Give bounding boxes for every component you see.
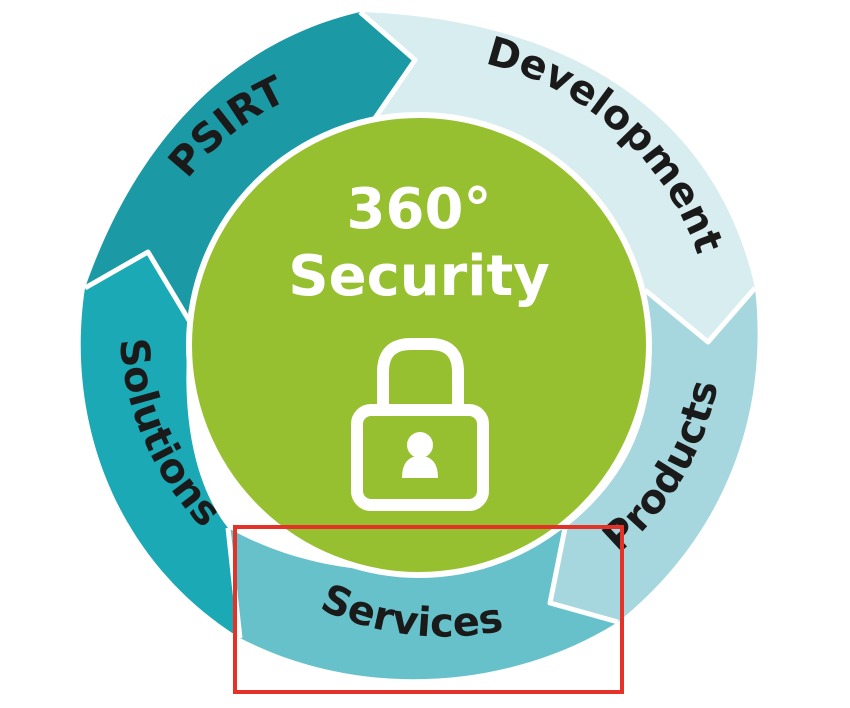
center-title-line2: Security xyxy=(288,244,549,309)
segment-development xyxy=(360,12,755,342)
center-title-line1: 360° xyxy=(347,177,492,242)
keyhole-icon xyxy=(402,432,438,478)
padlock-icon xyxy=(351,338,489,511)
segment-products xyxy=(550,288,758,622)
segment-solutions xyxy=(80,252,240,638)
segment-psirt xyxy=(85,12,415,322)
highlight-box xyxy=(233,525,624,694)
segment-services xyxy=(228,528,618,680)
